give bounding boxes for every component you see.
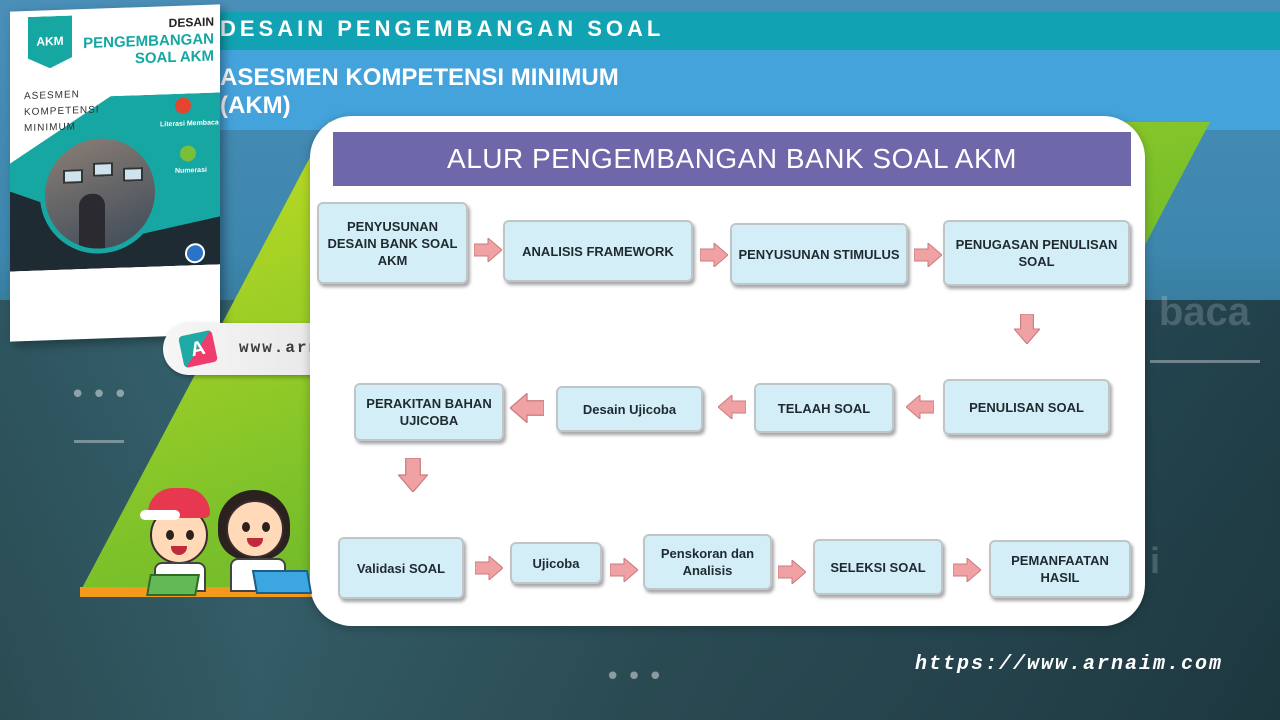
arrow-right-icon: [474, 238, 502, 262]
arrow-right-icon: [953, 558, 981, 582]
cap-bill: [140, 510, 180, 520]
arrow-right-icon: [778, 560, 806, 584]
cover-desain: DESAIN: [168, 14, 214, 31]
subtitle-line: (AKM): [220, 92, 291, 119]
green-book-icon: [146, 574, 200, 596]
title-bar: [215, 12, 1280, 50]
step-perakitan-bahan: PERAKITAN BAHAN UJICOBA: [354, 383, 504, 441]
step-penyusunan-desain: PENYUSUNAN DESAIN BANK SOAL AKM: [317, 202, 468, 284]
orange-strip: [80, 587, 380, 597]
dots-decoration: •••: [605, 662, 670, 692]
eye-icon: [262, 522, 270, 532]
page-subtitle: ASESMEN KOMPETENSI MINIMUM (AKM): [220, 64, 740, 120]
cover-akm-words: ASESMEN KOMPETENSI MINIMUM: [24, 87, 100, 138]
blue-book-icon: [251, 570, 313, 594]
cover-word: KOMPETENSI: [24, 104, 100, 119]
step-seleksi-soal: SELEKSI SOAL: [813, 539, 943, 595]
subtitle-line: ASESMEN KOMPETENSI MINIMUM: [220, 64, 619, 91]
arnaim-logo-icon: A: [178, 329, 218, 369]
step-pemanfaatan-hasil: PEMANFAATAN HASIL: [989, 540, 1131, 598]
background-ghost-text: baca: [1158, 290, 1250, 334]
cover-title: PENGEMBANGAN SOAL AKM: [83, 31, 214, 70]
monitor-icon: [63, 169, 83, 184]
page-title: DESAIN PENGEMBANGAN SOAL: [220, 16, 665, 41]
arrow-down-icon: [398, 458, 428, 492]
step-penskoran-analisis: Penskoran dan Analisis: [643, 534, 772, 590]
arrow-left-icon: [510, 393, 544, 423]
girl-head: [226, 500, 284, 558]
eye-icon: [242, 522, 250, 532]
step-penugasan-penulisan: PENUGASAN PENULISAN SOAL: [943, 220, 1130, 286]
arrow-down-icon: [1014, 314, 1040, 344]
background-ghost-text: i: [1149, 540, 1160, 581]
mouth-icon: [247, 538, 263, 547]
student-figure: [79, 193, 105, 250]
divider: [74, 440, 124, 443]
akm-badge: AKM: [28, 16, 72, 70]
arrow-left-icon: [906, 395, 934, 419]
step-desain-ujicoba: Desain Ujicoba: [556, 386, 703, 432]
step-telaah-soal: TELAAH SOAL: [754, 383, 894, 433]
footer-url[interactable]: https://www.arnaim.com: [915, 653, 1224, 676]
dots-decoration: •••: [70, 380, 135, 410]
monitor-icon: [93, 162, 113, 177]
eye-icon: [166, 530, 174, 540]
arrow-right-icon: [914, 243, 942, 267]
monitor-icon: [123, 167, 143, 182]
book-cover-image: AKM DESAIN PENGEMBANGAN SOAL AKM ASESMEN…: [10, 4, 220, 342]
arrow-left-icon: [718, 395, 746, 419]
step-penulisan-soal: PENULISAN SOAL: [943, 379, 1110, 435]
eye-icon: [186, 530, 194, 540]
mouth-icon: [171, 546, 187, 555]
step-validasi-soal: Validasi SOAL: [338, 537, 464, 599]
divider: [1150, 360, 1260, 363]
step-penyusunan-stimulus: PENYUSUNAN STIMULUS: [730, 223, 908, 285]
kids-reading-illustration: [138, 480, 318, 598]
arrow-right-icon: [700, 243, 728, 267]
cover-numerasi: Numerasi: [175, 166, 207, 175]
cover-publisher: PUSAT ASESMEN DAN PEMBELAJARAN BADAN PEN…: [105, 272, 220, 304]
step-ujicoba: Ujicoba: [510, 542, 602, 584]
arrow-right-icon: [475, 556, 503, 580]
step-analisis-framework: ANALISIS FRAMEWORK: [503, 220, 693, 282]
diagram-title: ALUR PENGEMBANGAN BANK SOAL AKM: [333, 132, 1131, 186]
arrow-right-icon: [610, 558, 638, 582]
